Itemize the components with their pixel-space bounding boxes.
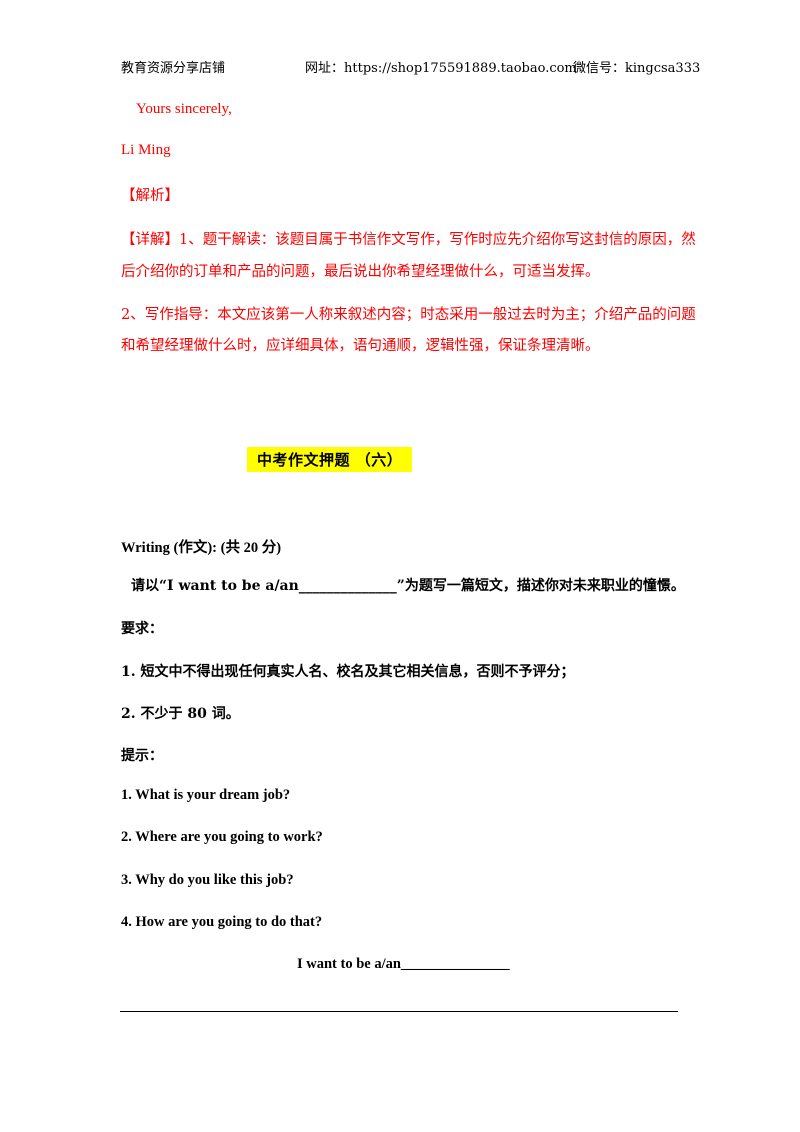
hints-label: 提示：: [121, 748, 163, 764]
hint-4: 4. How are you going to do that?: [121, 914, 323, 930]
answer-line[interactable]: [120, 1011, 678, 1012]
hint-1: 1. What is your dream job?: [121, 787, 291, 803]
header-shop-name: 教育资源分享店铺: [121, 61, 226, 76]
writing-instruction: 请以“I want to be a/an______________”为题写一篇…: [131, 578, 685, 594]
analysis-guide-line-2: 和希望经理做什么时，应详细具体，语句通顺，逻辑性强，保证条理清晰。: [121, 338, 600, 354]
hint-2: 2. Where are you going to work?: [121, 829, 323, 845]
requirement-1: 1. 短文中不得出现任何真实人名、校名及其它相关信息，否则不予评分；: [121, 664, 575, 680]
letter-closing: Yours sincerely,: [136, 101, 232, 117]
section-title: 中考作文押题 （六）: [247, 447, 413, 472]
analysis-guide-line-1: 2、写作指导：本文应该第一人称来叙述内容；时态采用一般过去时为主；介绍产品的问题: [121, 307, 696, 323]
analysis-detail-line-1: 【详解】1、题干解读：该题目属于书信作文写作，写作时应先介绍你写这封信的原因，然: [121, 232, 696, 248]
hint-3: 3. Why do you like this job?: [121, 872, 294, 888]
analysis-heading: 【解析】: [121, 188, 179, 204]
writing-label: Writing (作文): (共 20 分): [121, 540, 282, 556]
analysis-detail-line-2: 后介绍你的订单和产品的问题，最后说出你希望经理做什么，可适当发挥。: [121, 264, 600, 280]
header-wechat: 微信号：kingcsa333: [573, 61, 701, 76]
requirement-2: 2. 不少于 80 词。: [121, 706, 240, 722]
requirements-label: 要求：: [121, 621, 163, 637]
essay-title: I want to be a/an_______________: [297, 956, 510, 972]
header-website: 网址：https://shop175591889.taobao.com: [305, 61, 577, 76]
letter-signature: Li Ming: [121, 142, 171, 158]
